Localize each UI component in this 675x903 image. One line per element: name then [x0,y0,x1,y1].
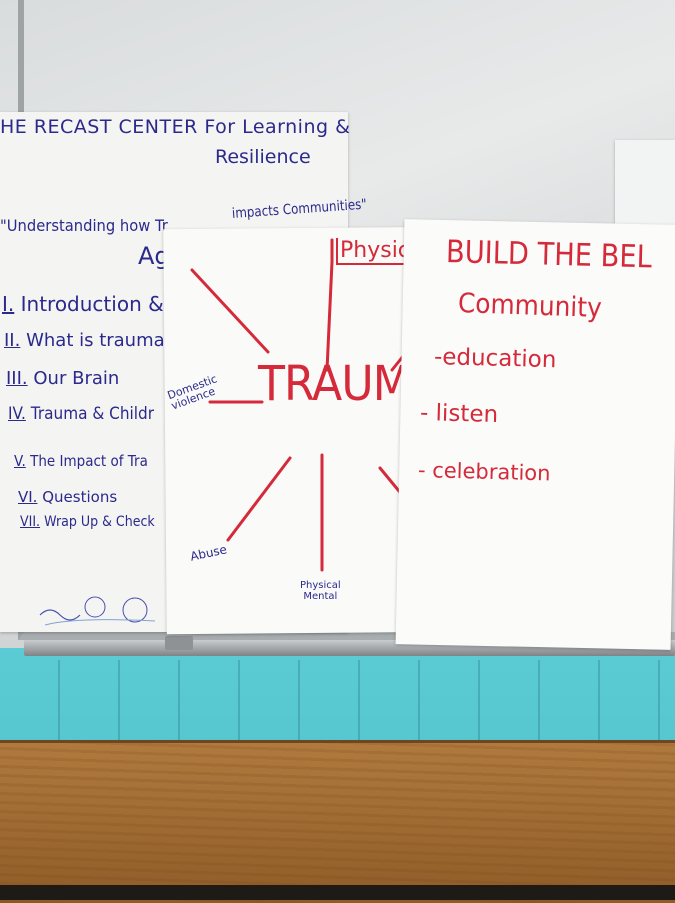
table-shadow [0,885,675,900]
agenda-item-number: I. [2,292,15,316]
spoke-line [226,456,292,542]
agenda-item-number: VI. [18,488,38,506]
spoke-label-mental: Mental [303,591,338,602]
wall-paneling [0,660,675,750]
agenda-item: VII. Wrap Up & Check [20,514,155,530]
spoke-line [190,268,270,354]
agenda-item-label: What is trauma [26,330,165,351]
agenda-item-number: VII. [20,514,41,530]
agenda-item-label: Trauma & Childr [30,404,155,424]
community-subheading: Community [457,288,603,325]
agenda-item: I. Introduction & [2,292,164,316]
agenda-title-line1: HE RECAST CENTER For Learning & [0,116,351,138]
agenda-item-number: III. [6,368,28,389]
agenda-item-number: IV. [8,404,26,424]
agenda-item-label: The Impact of Tra [30,452,148,470]
agenda-item: II. What is trauma [4,330,165,351]
spoke-label-physical-mental: Physical Mental [300,580,341,602]
agenda-item-label: Our Brain [33,368,120,389]
spoke-label-physical-bottom: Physical [300,580,341,591]
agenda-subtitle: "Understanding how Tr [0,216,168,235]
wooden-table [0,740,675,903]
community-item-education: -education [433,344,557,374]
agenda-title-line2: Resilience [215,146,311,168]
build-heading: BUILD THE BEL [445,234,653,276]
agenda-item: III. Our Brain [6,368,119,389]
doodle-drawing [39,596,156,626]
tray-clip [165,636,193,650]
agenda-item: IV. Trauma & Childr [8,404,154,424]
agenda-item-number: V. [14,452,26,470]
agenda-item-label: Wrap Up & Check [44,514,155,530]
spoke-line [325,260,334,372]
agenda-item: VI. Questions [18,488,117,506]
build-belonging-poster [395,219,675,650]
agenda-item-label: Questions [42,488,118,506]
community-item-listen: - listen [419,400,499,429]
agenda-item-label: Introduction & [20,292,164,316]
community-item-celebration: - celebration [417,458,551,486]
background-sheet [615,140,675,230]
agenda-item: V. The Impact of Tra [14,452,148,470]
agenda-item-number: II. [4,330,21,351]
